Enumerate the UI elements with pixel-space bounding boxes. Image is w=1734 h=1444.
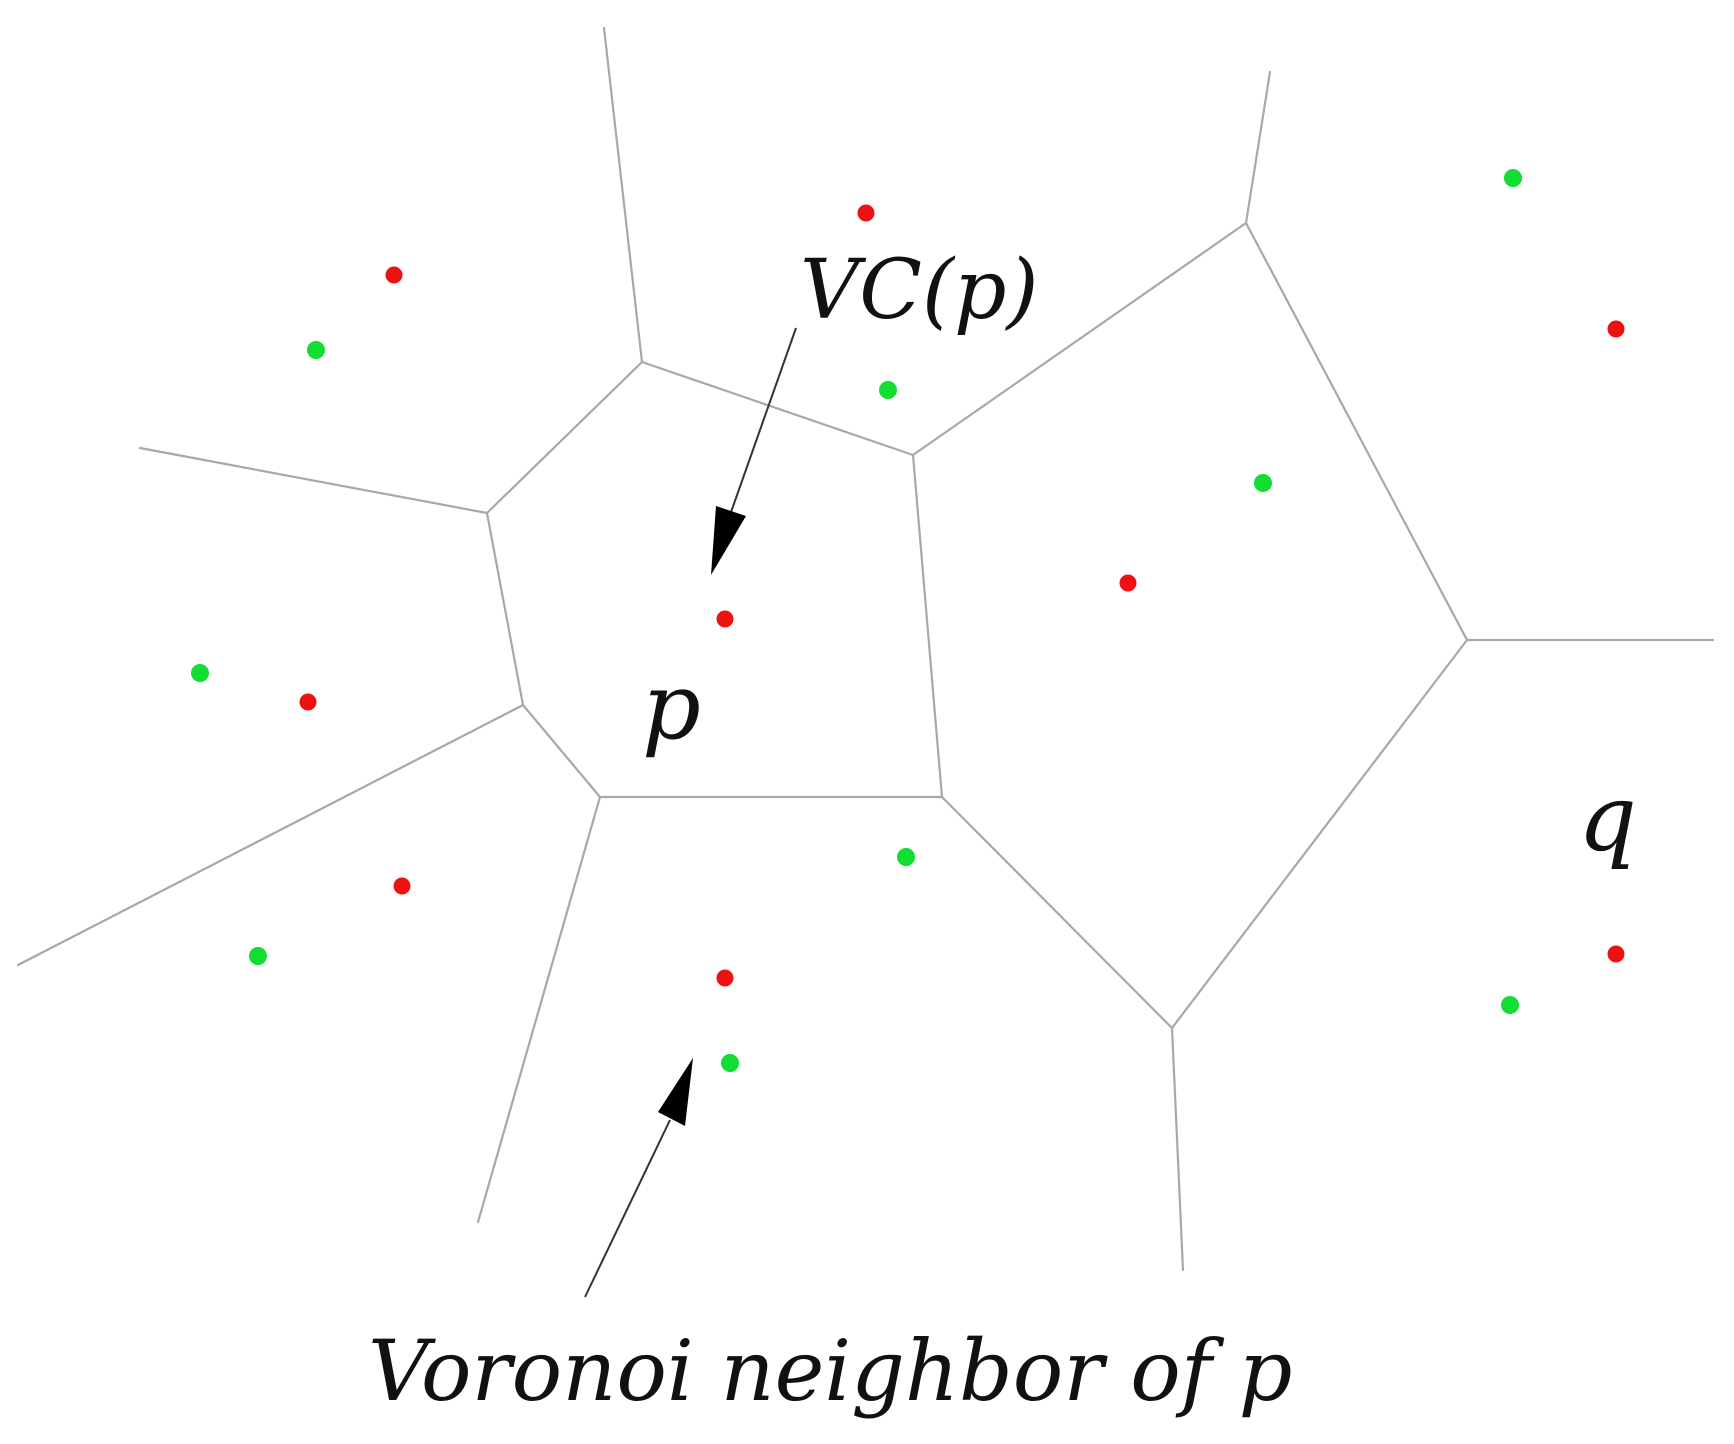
edge-ray-left [138,446,489,515]
edge-ray-top-left [602,26,644,364]
label-q: q [1578,765,1637,872]
edge-ray-top-right [1244,70,1272,225]
site-green [897,848,915,866]
site-p [716,610,734,628]
site-green [879,381,897,399]
green-sites [191,169,1522,1072]
site-q [1607,945,1625,963]
edge-ray-bottom-left [476,795,602,1224]
label-vc-p: VC(p) [800,243,1038,338]
site-green [1504,169,1522,187]
site-voronoi-neighbor [721,1054,739,1072]
site-red [385,266,403,284]
site-green [191,664,209,682]
site-red [716,969,734,987]
site-green [1254,474,1272,492]
site-green [307,341,325,359]
red-sites [299,204,1625,987]
arrow-voronoi-neighbor [584,1058,693,1298]
label-p: p [642,653,701,760]
site-red [393,877,411,895]
arrow-vc-p [711,327,797,575]
edge-ray-lower-left [16,703,525,967]
site-green [1501,996,1519,1014]
site-red [1119,574,1137,592]
site-red [299,693,317,711]
edge-ray-bottom-right [1170,1026,1185,1272]
site-green [249,947,267,965]
voronoi-edges [16,26,1715,1272]
site-red [1607,320,1625,338]
label-voronoi-neighbor: Voronoi neighbor of p [368,1322,1292,1420]
site-red [857,204,875,222]
